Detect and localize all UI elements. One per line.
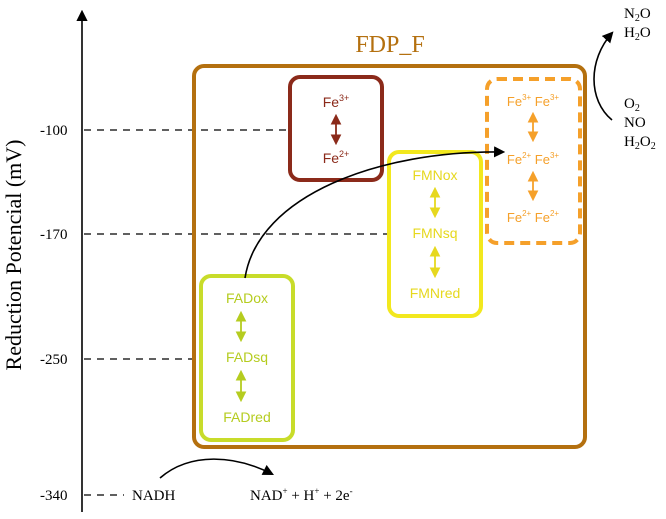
fe-dimer-row2-label: Fe2+ Fe3+ — [507, 151, 560, 167]
fe-mono-bottom-label: Fe2+ — [323, 149, 350, 166]
tick-label-minus-100: -100 — [40, 123, 68, 139]
electron-transfer-arrow — [244, 146, 506, 279]
fad-sq-label: FADsq — [226, 349, 268, 365]
h2o-label: H2O — [624, 25, 651, 43]
tick-label-minus-340: -340 — [40, 488, 68, 504]
fmn-ox-label: FMNox — [412, 167, 457, 183]
fe-dimer-row3-label: Fe2+ Fe2+ — [507, 209, 560, 225]
h2o2-label: H2O2 — [624, 134, 656, 152]
nad-products-label: NAD+ + H+ + 2e- — [250, 486, 353, 504]
fad-red-label: FADred — [223, 409, 270, 425]
nadh-reaction-arrow — [159, 458, 274, 479]
fmn-sq-label: FMNsq — [412, 225, 457, 241]
y-axis-label: Reduction Potencial (mV) — [1, 140, 26, 371]
fmn-red-label: FMNred — [410, 285, 461, 301]
fdp-title: FDP_F — [355, 32, 424, 58]
fmn-box — [387, 150, 483, 318]
fe-dimer-row1-label: Fe3+ Fe3+ — [507, 93, 560, 109]
fad-box — [199, 274, 295, 442]
nadh-label: NADH — [132, 488, 175, 504]
fad-ox-label: FADox — [226, 290, 268, 306]
fe-mono-top-label: Fe3+ — [323, 93, 350, 110]
tick-label-minus-250: -250 — [40, 352, 68, 368]
o2-label: O2 — [624, 96, 640, 114]
n2o-label: N2O — [624, 6, 651, 24]
fe-dimer-box — [485, 77, 582, 245]
substrate-conversion-arrow — [593, 31, 614, 121]
tick-label-minus-170: -170 — [40, 227, 68, 243]
fdp-box — [192, 64, 587, 449]
no-label: NO — [624, 115, 646, 131]
